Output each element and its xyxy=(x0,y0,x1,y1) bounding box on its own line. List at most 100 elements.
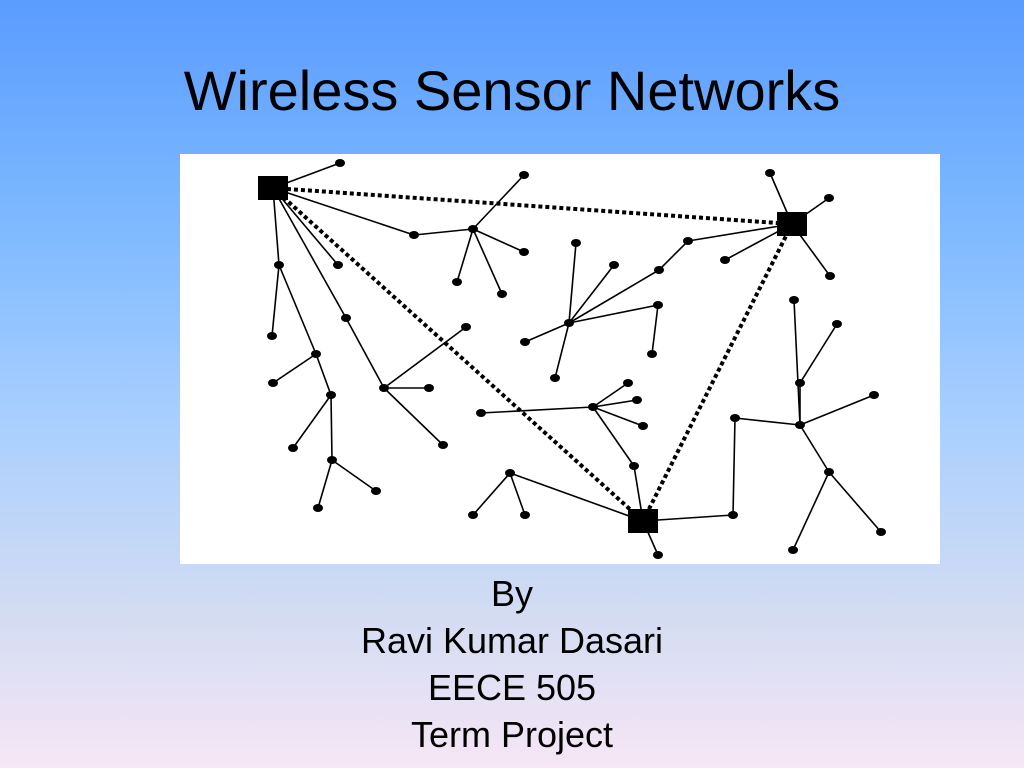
sensor-node xyxy=(335,159,345,167)
backbone-link xyxy=(272,186,793,226)
sensor-link xyxy=(331,459,377,492)
byline-author: Ravi Kumar Dasari xyxy=(360,620,664,661)
sensor-node xyxy=(424,384,434,392)
sensor-node xyxy=(728,511,738,519)
sensor-node xyxy=(765,169,775,177)
sensor-node xyxy=(327,456,337,464)
sensor-node xyxy=(341,314,351,322)
backbone-link xyxy=(641,223,794,522)
sensor-node xyxy=(564,319,574,327)
sensor-node xyxy=(588,403,598,411)
sensor-link xyxy=(568,269,660,324)
sensor-link xyxy=(793,299,801,426)
sensor-link xyxy=(792,471,830,551)
sensor-node xyxy=(519,248,529,256)
sensor-links xyxy=(271,162,882,556)
sensor-node xyxy=(683,237,693,245)
byline-project: Term Project xyxy=(410,714,614,755)
sensor-node xyxy=(520,511,530,519)
backbone-link xyxy=(271,186,645,523)
sensor-link xyxy=(592,406,644,427)
network-diagram xyxy=(180,154,940,564)
sensor-node xyxy=(876,528,886,536)
byline-course: EECE 505 xyxy=(427,667,597,708)
sensor-node xyxy=(311,350,321,358)
sensor-link xyxy=(509,472,526,516)
gateway-node xyxy=(628,509,658,533)
sensor-node xyxy=(824,468,834,476)
sensor-node xyxy=(795,379,805,387)
sensor-link xyxy=(828,471,882,533)
sensor-link xyxy=(658,240,689,271)
sensor-link xyxy=(480,406,594,414)
sensor-node xyxy=(632,396,642,404)
sensor-node xyxy=(409,231,419,239)
sensor-link xyxy=(592,382,629,408)
sensor-node xyxy=(638,422,648,430)
sensor-link xyxy=(330,394,333,461)
sensor-link xyxy=(271,264,280,337)
sensor-link xyxy=(799,323,838,384)
sensor-link xyxy=(317,459,333,509)
sensor-link xyxy=(456,228,474,283)
sensor-link xyxy=(383,326,467,389)
sensor-link xyxy=(345,317,385,389)
sensor-node xyxy=(609,261,619,269)
sensor-node xyxy=(438,441,448,449)
sensor-link xyxy=(292,394,332,449)
sensor-node xyxy=(288,444,298,452)
sensor-link xyxy=(472,472,511,516)
sensor-node xyxy=(468,225,478,233)
sensor-node xyxy=(654,266,664,274)
sensor-link xyxy=(799,424,830,473)
gateway-node xyxy=(777,212,807,236)
sensor-link xyxy=(383,387,444,446)
sensor-node xyxy=(520,338,530,346)
sensor-link xyxy=(472,228,525,253)
sensor-link xyxy=(472,228,503,295)
sensor-node xyxy=(468,511,478,519)
sensor-node xyxy=(629,462,639,470)
sensor-link xyxy=(732,417,736,516)
sensor-nodes xyxy=(267,159,886,559)
sensor-node xyxy=(653,551,663,559)
sensor-node xyxy=(825,272,835,280)
sensor-link xyxy=(315,353,332,396)
sensor-node xyxy=(730,414,740,422)
sensor-link xyxy=(272,187,347,319)
sensor-node xyxy=(476,409,486,417)
backbone-links xyxy=(271,186,794,523)
sensor-link xyxy=(799,394,875,426)
sensor-node xyxy=(824,194,834,202)
sensor-node xyxy=(333,261,343,269)
sensor-node xyxy=(653,301,663,309)
sensor-node xyxy=(267,332,277,340)
sensor-node xyxy=(795,421,805,429)
sensor-link xyxy=(568,304,659,324)
sensor-node xyxy=(788,546,798,554)
sensor-link xyxy=(509,472,644,522)
sensor-link xyxy=(524,322,570,343)
sensor-node xyxy=(379,384,389,392)
sensor-node xyxy=(571,239,581,247)
sensor-node xyxy=(268,379,278,387)
sensor-node xyxy=(832,320,842,328)
sensor-link xyxy=(413,228,474,236)
sensor-node xyxy=(497,290,507,298)
sensor-node xyxy=(720,256,730,264)
sensor-link xyxy=(734,417,801,426)
sensor-node xyxy=(371,487,381,495)
sensor-node xyxy=(647,350,657,358)
slide-title: Wireless Sensor Networks xyxy=(183,59,841,122)
sensor-link xyxy=(568,242,577,324)
sensor-link xyxy=(592,399,638,408)
sensor-link xyxy=(592,406,635,467)
sensor-node xyxy=(461,323,471,331)
gateway-nodes xyxy=(258,176,807,533)
byline: By Ravi Kumar Dasari EECE 505 Term Proje… xyxy=(0,570,1024,758)
sensor-link xyxy=(272,353,317,384)
byline-by: By xyxy=(490,573,533,614)
sensor-link xyxy=(278,264,317,355)
sensor-link xyxy=(687,223,793,242)
sensor-link xyxy=(651,304,659,355)
